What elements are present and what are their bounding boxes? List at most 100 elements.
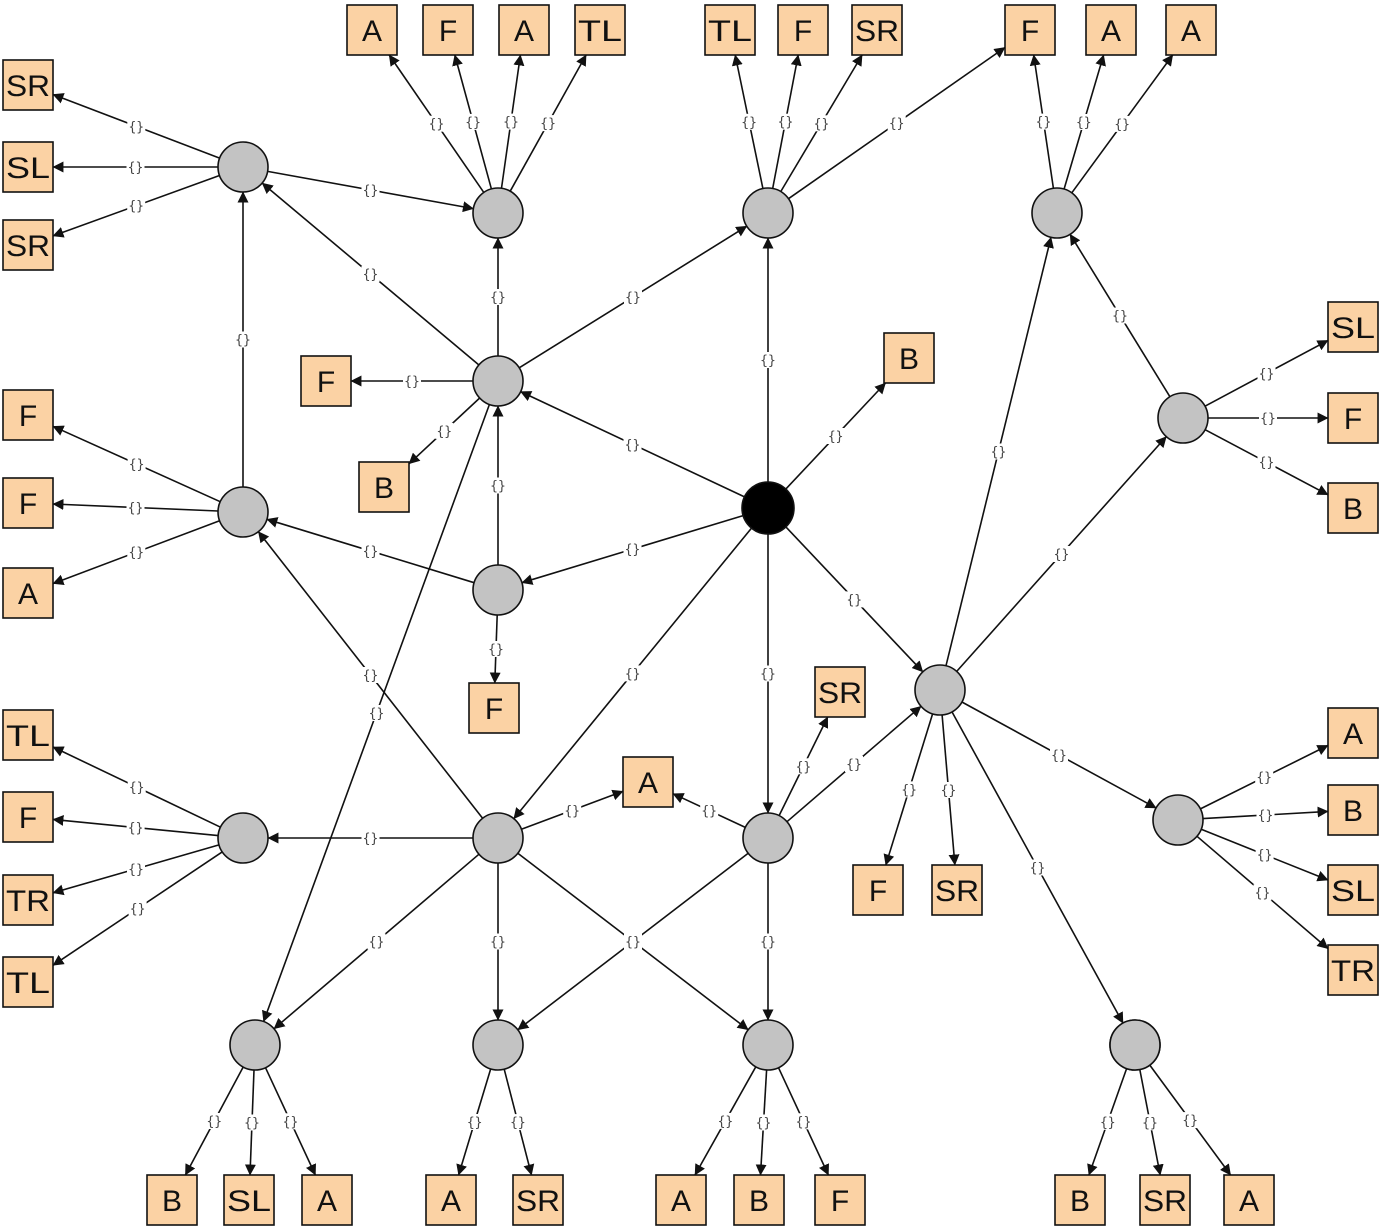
- leaf-box-l19: F: [468, 682, 520, 734]
- edge-label-background: [563, 802, 582, 819]
- edge-label: {}: [1114, 117, 1130, 132]
- leaf-rect: [814, 1174, 866, 1226]
- leaf-label: F: [1021, 15, 1039, 48]
- edge-n11-l30: {}: [883, 713, 934, 866]
- leaf-box-l33: B: [1327, 784, 1379, 836]
- leaf-rect: [2, 477, 54, 529]
- leaf-box-l38: A: [301, 1174, 353, 1226]
- leaf-label: F: [1344, 403, 1362, 436]
- edge-label-background: [845, 756, 863, 772]
- edge-n9-n14: {}: [489, 863, 507, 1021]
- leaf-label: B: [1343, 795, 1363, 828]
- edge-root-n7: {}: [521, 514, 744, 585]
- leaf-rect: [346, 4, 398, 56]
- edge-root-n4: {}: [759, 237, 777, 482]
- edge-n9-n13: {}: [273, 853, 480, 1030]
- edge-label-background: [1253, 884, 1272, 901]
- edge-label: {}: [1054, 548, 1070, 563]
- leaf-label: SR: [855, 15, 899, 48]
- leaf-box-l27: TL: [2, 956, 54, 1008]
- edge-label: {}: [490, 935, 506, 950]
- leaf-label: F: [439, 15, 457, 48]
- edge-n12-l29: {}: [672, 792, 746, 829]
- edge-n14-l39: {}: [456, 1068, 492, 1176]
- edge-n8-n2: {}: [234, 191, 252, 487]
- leaf-rect: [2, 219, 54, 271]
- edge-label-background: [126, 499, 145, 516]
- graph-node-n14: [472, 1019, 524, 1071]
- graph-node-n13: [229, 1019, 281, 1071]
- edge-label-background: [1050, 747, 1068, 763]
- graph-node-n2: [217, 141, 269, 193]
- leaf-box-l20: B: [358, 461, 410, 513]
- edge-label: {}: [363, 545, 379, 560]
- graph-node-n11: [914, 664, 966, 716]
- leaf-box-l36: B: [146, 1174, 198, 1226]
- edge-root-l18: {}: [785, 382, 887, 490]
- edge-label-background: [887, 115, 906, 132]
- edge-label: {}: [128, 120, 144, 135]
- edge-n1-n3: {}: [489, 237, 507, 356]
- edge-n11-n5: {}: [945, 236, 1054, 666]
- edge-label-background: [1028, 859, 1047, 876]
- edge-label-background: [740, 113, 759, 130]
- leaf-rect: [2, 59, 54, 111]
- edge-n12-l28: {}: [778, 716, 829, 816]
- leaf-rect: [512, 1174, 564, 1226]
- edge-label-background: [776, 113, 795, 130]
- edge-label-background: [794, 1113, 813, 1130]
- leaf-rect: [1139, 1174, 1191, 1226]
- edge-label-background: [989, 443, 1008, 460]
- leaf-rect: [1004, 4, 1056, 56]
- edge-label: {}: [490, 479, 506, 494]
- edge-n10-l27: {}: [52, 851, 223, 966]
- edge-label-background: [205, 1113, 224, 1129]
- leaf-box-l42: B: [733, 1174, 785, 1226]
- graph-node-n9: [472, 812, 524, 864]
- graph-node-n1: [472, 355, 524, 407]
- leaf-box-l46: A: [1223, 1174, 1275, 1226]
- leaf-label: SL: [227, 1185, 271, 1218]
- edge-label-background: [127, 197, 146, 214]
- edge-label-background: [794, 758, 813, 775]
- leaf-rect: [2, 956, 54, 1008]
- edge-label: {}: [363, 669, 379, 684]
- edge-label-background: [1034, 113, 1053, 130]
- edge-label: {}: [404, 375, 420, 390]
- edge-label: {}: [465, 115, 481, 130]
- leaf-rect: [1327, 482, 1379, 534]
- leaf-box-l25: F: [2, 791, 54, 843]
- leaf-box-l41: A: [655, 1174, 707, 1226]
- edge-label: {}: [846, 758, 862, 773]
- leaf-label: SR: [6, 70, 50, 103]
- leaf-box-l29: A: [622, 756, 674, 808]
- leaf-label: B: [1343, 493, 1363, 526]
- leaf-label: A: [514, 15, 534, 48]
- edge-label-background: [539, 115, 558, 132]
- edge-label: {}: [625, 543, 641, 558]
- leaf-label: B: [899, 343, 919, 376]
- leaf-box-l4: TL: [574, 4, 626, 56]
- leaf-rect: [1327, 392, 1379, 444]
- leaf-label: F: [19, 802, 37, 835]
- edge-label: {}: [846, 593, 862, 608]
- edge-label-background: [1259, 410, 1277, 426]
- edge-label-background: [1052, 546, 1071, 562]
- leaf-box-l45: SR: [1139, 1174, 1191, 1226]
- edge-n16-l32: {}: [1200, 744, 1329, 810]
- leaf-box-l30: F: [852, 864, 904, 916]
- edge-label-background: [243, 1114, 261, 1131]
- edge-label: {}: [369, 935, 385, 950]
- edge-label: {}: [756, 1116, 772, 1131]
- edge-n16-l35: {}: [1196, 835, 1329, 950]
- leaf-box-l6: F: [777, 4, 829, 56]
- edge-label: {}: [828, 430, 844, 445]
- edge-root-n1: {}: [520, 390, 745, 498]
- leaf-label: SL: [1331, 875, 1375, 908]
- edge-label: {}: [1182, 1114, 1198, 1129]
- edge-n5-l10: {}: [1071, 54, 1174, 194]
- graph-node-n3: [472, 187, 524, 239]
- leaf-rect: [358, 461, 410, 513]
- leaf-label: SL: [6, 152, 50, 185]
- leaf-rect: [851, 4, 903, 56]
